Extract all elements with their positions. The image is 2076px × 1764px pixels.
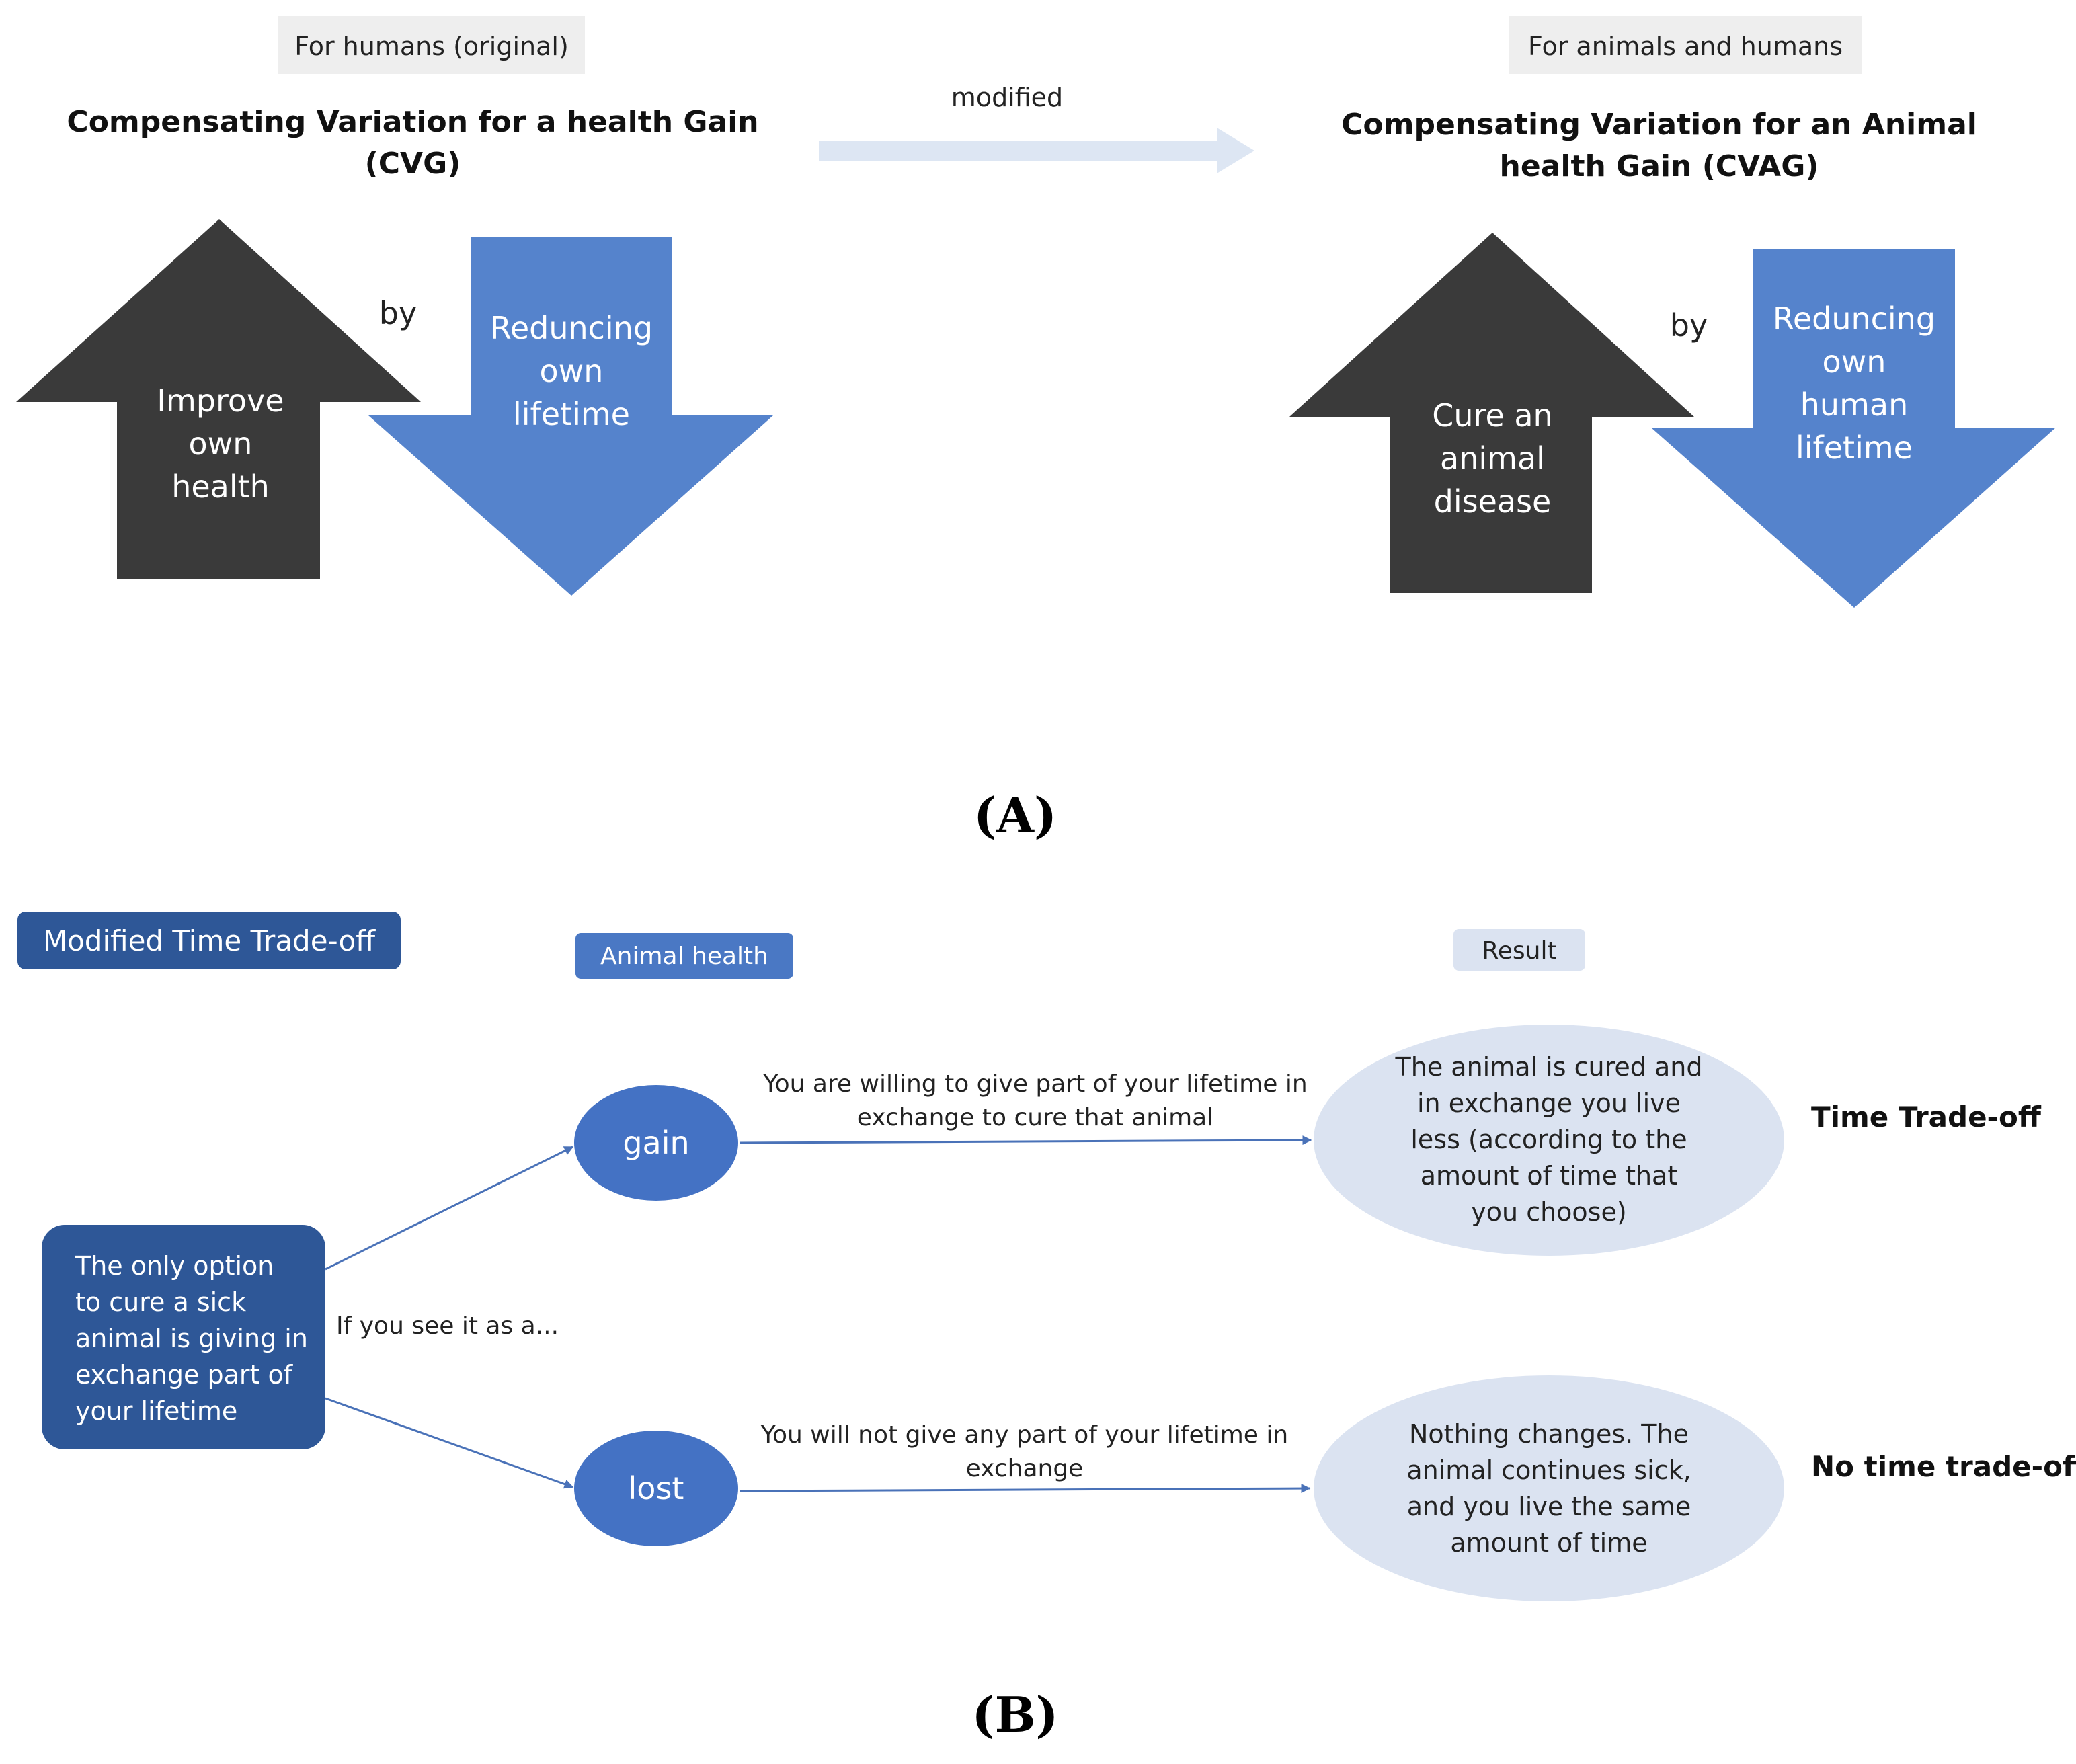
panel-label-b-open: ( [971,1686,994,1743]
panel-label-a-close: ) [1034,787,1057,844]
tag-right-box [1509,16,1862,74]
panel-label-a: (A) [973,787,1057,844]
panel-label-b: (B) [971,1686,1058,1743]
up-arrow-right-line1: Cure an [1432,397,1552,434]
start-box-line5: your lifetime [75,1396,237,1426]
modified-arrow [819,128,1254,173]
start-box-line4: exchange part of [75,1360,294,1390]
tag-left-box [278,16,585,74]
lost-result-line3: and you live the same [1407,1492,1691,1521]
up-arrow-left [16,219,421,579]
lost-result-line4: amount of time [1450,1528,1647,1558]
up-arrow-left-line2: own [189,426,253,462]
start-box-line2: to cure a sick [75,1287,246,1317]
panel-b: Modified Time Trade-off Animal health Re… [17,912,2076,1743]
lost-node-label: lost [629,1470,684,1507]
down-arrow-right-line1: Reduncing [1773,300,1935,337]
header-result: Result [1482,937,1556,965]
gain-result-ellipse [1314,1025,1784,1256]
gain-result-line4: amount of time that [1421,1161,1678,1191]
start-box [42,1225,325,1449]
panel-label-a-letter: A [996,787,1035,844]
header-modified-tto-box [17,912,401,969]
title-right-line2: health Gain (CVAG) [1500,149,1819,184]
gain-edge-label-line1: You are willing to give part of your lif… [762,1070,1307,1098]
edge-start-to-lost [325,1397,574,1489]
down-arrow-right-line3: human [1800,387,1908,423]
panel-label-a-open: ( [973,787,996,844]
title-left-line2: (CVG) [365,147,461,181]
down-arrow-left-line1: Reduncing [490,310,653,346]
start-box-line1: The only option [75,1251,274,1281]
down-arrow-left-line2: own [540,353,604,389]
modified-label: modified [951,83,1063,112]
header-modified-tto: Modified Time Trade-off [43,924,376,957]
lost-result-line2: animal continues sick, [1406,1455,1691,1485]
down-arrow-right-line4: lifetime [1796,430,1913,466]
lost-result-line1: Nothing changes. The [1409,1419,1689,1449]
gain-result-line1: The animal is cured and [1395,1052,1703,1082]
edge-start-to-gain [325,1146,574,1271]
lost-result-ellipse [1314,1375,1784,1601]
lost-outcome: No time trade-off [1811,1450,2076,1483]
up-arrow-right-line3: disease [1434,483,1552,520]
down-arrow-right-line2: own [1823,344,1886,380]
panel-label-b-close: ) [1035,1686,1058,1743]
up-arrow-right [1289,233,1694,593]
lost-node [574,1431,738,1546]
down-arrow-left [368,237,773,596]
by-left: by [379,295,417,331]
header-result-box [1453,929,1585,971]
gain-result-line2: in exchange you live [1417,1088,1681,1118]
header-animal-health-box [575,933,793,979]
down-arrow-left-line3: lifetime [513,396,630,432]
header-animal-health: Animal health [600,943,768,970]
panel-a: For humans (original) For animals and hu… [16,16,2056,844]
gain-edge-label-line2: exchange to cure that animal [857,1104,1213,1131]
edge-lost-to-result [739,1484,1311,1494]
lost-edge-label-line1: You will not give any part of your lifet… [760,1421,1288,1449]
gain-node [574,1085,738,1201]
gain-result-line5: you choose) [1471,1197,1626,1227]
lost-edge-label-line2: exchange [966,1455,1084,1482]
up-arrow-left-line1: Improve [157,383,284,419]
by-right: by [1670,307,1708,344]
up-arrow-right-line2: animal [1440,440,1545,477]
title-left-line1: Compensating Variation for a health Gain [67,105,758,139]
gain-result-line3: less (according to the [1410,1125,1687,1154]
up-arrow-left-line3: health [171,469,270,505]
gain-outcome: Time Trade-off [1811,1100,2042,1133]
start-box-line3: animal is giving in [75,1324,308,1353]
gain-node-label: gain [623,1125,689,1161]
edge-gain-to-result [739,1135,1312,1146]
down-arrow-right [1651,249,2056,608]
tag-right: For animals and humans [1528,32,1843,61]
if-you-see-label: If you see it as a... [336,1312,559,1340]
title-right-line1: Compensating Variation for an Animal [1341,108,1977,142]
tag-left: For humans (original) [294,32,569,61]
panel-label-b-letter: B [995,1686,1036,1743]
